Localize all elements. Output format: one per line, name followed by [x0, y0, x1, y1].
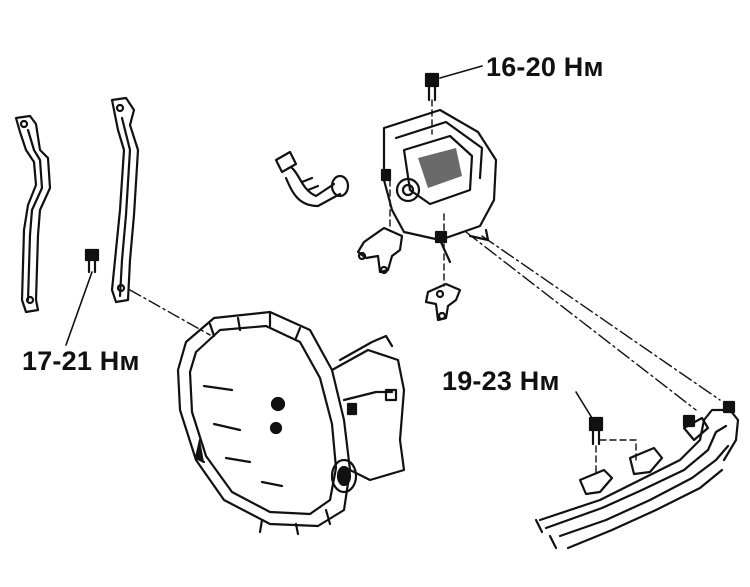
pipes-assembly — [534, 400, 740, 550]
bracket-left — [14, 114, 52, 314]
bolt-bottom — [575, 391, 637, 475]
valve-body — [380, 99, 498, 287]
bolt-top — [424, 65, 483, 102]
torque-label-top: 16-20 Нм — [486, 52, 604, 82]
bracket-right — [110, 96, 140, 304]
torque-label-bottom: 19-23 Нм — [442, 366, 560, 396]
torque-label-left: 17-21 Нм — [22, 346, 140, 376]
clamp-left — [356, 226, 404, 275]
clamp-right — [424, 282, 462, 322]
transmission-housing — [176, 310, 406, 536]
bolt-left — [65, 248, 100, 346]
hose-small — [274, 150, 350, 208]
